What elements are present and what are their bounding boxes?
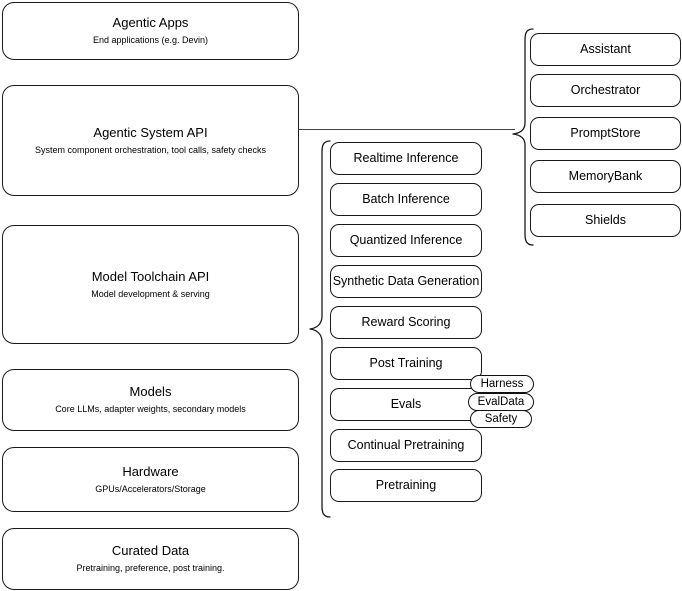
eval-badge-label: EvalData [477, 395, 525, 408]
capability-box-quantized-inference[interactable]: Quantized Inference [330, 224, 482, 257]
eval-badge-harness[interactable]: Harness [470, 375, 534, 393]
eval-badge-label: Harness [480, 377, 524, 390]
layer-subtitle: Pretraining, preference, post training. [76, 563, 225, 573]
layer-subtitle: System component orchestration, tool cal… [34, 144, 267, 155]
capability-label: Batch Inference [362, 192, 450, 206]
component-label: MemoryBank [568, 169, 643, 183]
layer-subtitle: Core LLMs, adapter weights, secondary mo… [55, 404, 246, 414]
layer-subtitle: GPUs/Accelerators/Storage [95, 483, 206, 494]
capability-label: Reward Scoring [361, 315, 451, 329]
capability-label: Post Training [369, 356, 443, 370]
capability-box-realtime-inference[interactable]: Realtime Inference [330, 142, 482, 175]
capability-label: Synthetic Data Generation [332, 274, 480, 288]
component-box-orchestrator[interactable]: Orchestrator [530, 74, 681, 107]
capability-box-continual-pretraining[interactable]: Continual Pretraining [330, 429, 482, 462]
layer-box-agentic-system-api[interactable]: Agentic System API System component orch… [2, 85, 299, 196]
layer-title: Agentic Apps [112, 15, 189, 30]
component-box-shields[interactable]: Shields [530, 204, 681, 237]
component-box-promptstore[interactable]: PromptStore [530, 117, 681, 150]
layer-title: Models [129, 384, 172, 399]
capability-label: Realtime Inference [353, 151, 459, 165]
capability-box-reward-scoring[interactable]: Reward Scoring [330, 306, 482, 339]
layer-subtitle: End applications (e.g. Devin) [92, 35, 209, 45]
capability-box-synthetic-data-generation[interactable]: Synthetic Data Generation [330, 265, 482, 298]
component-label: Shields [585, 213, 626, 227]
connector-line-system-api-to-components [299, 129, 515, 130]
capability-label: Quantized Inference [349, 233, 463, 247]
brace-system-components [512, 28, 534, 246]
layer-subtitle: Model development & serving [91, 288, 210, 299]
capability-label: Evals [390, 397, 422, 411]
capability-box-post-training[interactable]: Post Training [330, 347, 482, 380]
capability-box-batch-inference[interactable]: Batch Inference [330, 183, 482, 216]
layer-title: Agentic System API [93, 124, 208, 140]
component-box-memorybank[interactable]: MemoryBank [530, 160, 681, 193]
layer-title: Hardware [122, 463, 179, 479]
capability-label: Continual Pretraining [347, 438, 465, 452]
layer-box-agentic-apps[interactable]: Agentic Apps End applications (e.g. Devi… [2, 2, 299, 60]
component-label: Assistant [580, 42, 631, 56]
layer-box-hardware[interactable]: Hardware GPUs/Accelerators/Storage [2, 447, 299, 512]
capability-box-evals[interactable]: Evals [330, 388, 482, 421]
capability-box-pretraining[interactable]: Pretraining [330, 469, 482, 502]
eval-badge-evaldata[interactable]: EvalData [468, 393, 534, 411]
eval-badge-safety[interactable]: Safety [470, 410, 532, 428]
layer-box-model-toolchain-api[interactable]: Model Toolchain API Model development & … [2, 225, 299, 344]
layer-title: Model Toolchain API [91, 268, 210, 284]
component-label: PromptStore [570, 126, 641, 140]
component-box-assistant[interactable]: Assistant [530, 33, 681, 66]
component-label: Orchestrator [570, 83, 641, 97]
layer-box-curated-data[interactable]: Curated Data Pretraining, preference, po… [2, 528, 299, 590]
layer-box-models[interactable]: Models Core LLMs, adapter weights, secon… [2, 369, 299, 431]
layer-title: Curated Data [111, 543, 190, 558]
eval-badge-label: Safety [484, 412, 518, 425]
capability-label: Pretraining [375, 478, 437, 492]
brace-toolchain-capabilities [309, 140, 331, 518]
